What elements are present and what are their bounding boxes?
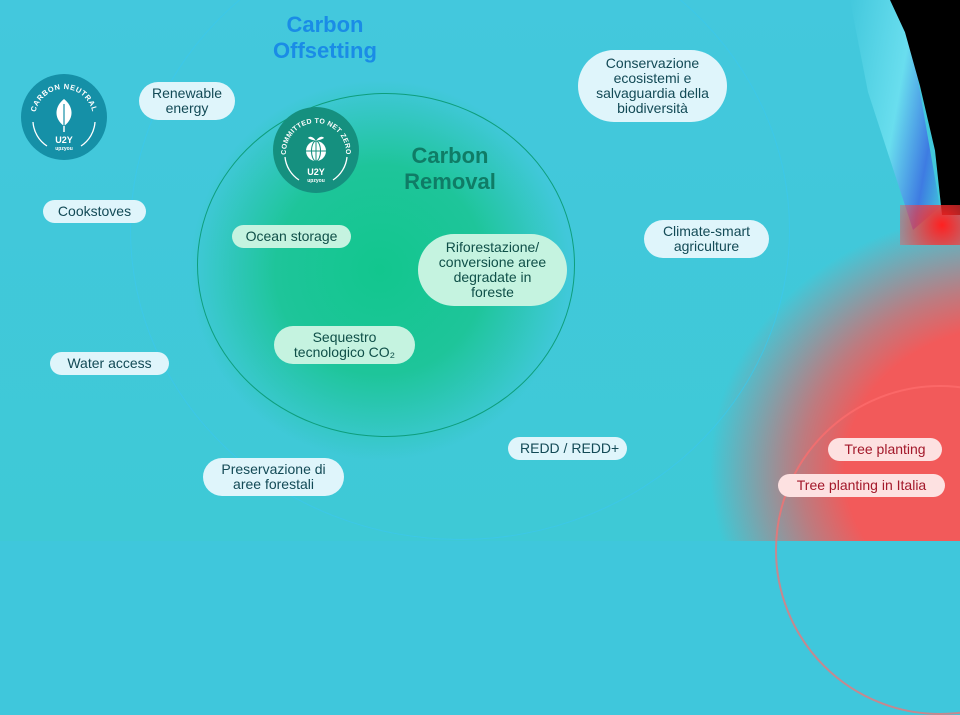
pill-label: Cookstoves bbox=[57, 203, 132, 219]
pill-line: tecnologico CO₂ bbox=[293, 344, 396, 360]
heading-line: Carbon bbox=[411, 143, 489, 168]
conservazione-ecosistemi-pill: Conservazione ecosistemi e salvaguardia … bbox=[578, 50, 727, 122]
riforestazione-pill: Riforestazione/ conversione aree degrada… bbox=[418, 234, 567, 306]
sequestro-tecnologico-pill: Sequestro tecnologico CO₂ bbox=[274, 326, 415, 364]
pill-line: Conservazione bbox=[605, 55, 700, 71]
carbon-neutral-badge: CARBON NEUTRAL U2Y upzyou bbox=[21, 74, 107, 160]
pill-line: agriculture bbox=[673, 238, 740, 254]
pill-line: foreste bbox=[471, 284, 514, 300]
pill-line: energy bbox=[165, 100, 209, 116]
tree-planting-pill: Tree planting bbox=[828, 438, 942, 461]
badge-logo: U2Y bbox=[55, 135, 73, 145]
badge-brand: upzyou bbox=[307, 178, 325, 184]
pill-line: degradate in bbox=[453, 269, 532, 285]
carbon-removal-heading: Carbon Removal bbox=[380, 143, 520, 195]
redd-pill: REDD / REDD+ bbox=[508, 437, 627, 460]
pill-line: ecosistemi e bbox=[613, 70, 692, 86]
net-zero-badge: COMMITTED TO NET ZERO U2Y upzyou bbox=[273, 107, 359, 193]
badge-brand: upzyou bbox=[55, 146, 73, 152]
heading-line: Offsetting bbox=[273, 38, 377, 63]
pill-line: salvaguardia della bbox=[596, 85, 709, 101]
pill-line: biodiversità bbox=[617, 100, 688, 116]
climate-smart-agriculture-pill: Climate-smart agriculture bbox=[644, 220, 769, 258]
pill-label: Tree planting bbox=[844, 441, 926, 457]
pill-label: Ocean storage bbox=[245, 228, 338, 244]
corner-red-glow bbox=[900, 205, 960, 245]
leaf-icon: CARBON NEUTRAL U2Y upzyou bbox=[29, 82, 99, 152]
ocean-storage-pill: Ocean storage bbox=[232, 225, 351, 248]
pill-line: Renewable bbox=[151, 85, 223, 101]
preservazione-aree-forestali-pill: Preservazione di aree forestali bbox=[203, 458, 344, 496]
pill-label: REDD / REDD+ bbox=[520, 440, 620, 456]
heading-line: Removal bbox=[404, 169, 496, 194]
water-access-pill: Water access bbox=[50, 352, 169, 375]
pill-line: Climate-smart bbox=[662, 223, 751, 239]
globe-sprout-icon: COMMITTED TO NET ZERO U2Y upzyou bbox=[281, 118, 351, 184]
pill-label: Tree planting in Italia bbox=[796, 477, 927, 493]
tree-planting-italia-pill: Tree planting in Italia bbox=[778, 474, 945, 497]
pill-line: conversione aree bbox=[438, 254, 547, 270]
pill-line: Preservazione di bbox=[221, 461, 326, 477]
heading-line: Carbon bbox=[286, 12, 364, 37]
pill-line: Riforestazione/ bbox=[445, 239, 540, 255]
renewable-energy-pill: Renewable energy bbox=[139, 82, 235, 120]
badge-logo: U2Y bbox=[307, 167, 325, 177]
pill-line: Sequestro bbox=[312, 329, 377, 345]
pill-label: Water access bbox=[67, 355, 152, 371]
carbon-offsetting-heading: Carbon Offsetting bbox=[255, 12, 395, 64]
cookstoves-pill: Cookstoves bbox=[43, 200, 146, 223]
removal-ring bbox=[197, 93, 575, 437]
pill-line: aree forestali bbox=[233, 476, 314, 492]
